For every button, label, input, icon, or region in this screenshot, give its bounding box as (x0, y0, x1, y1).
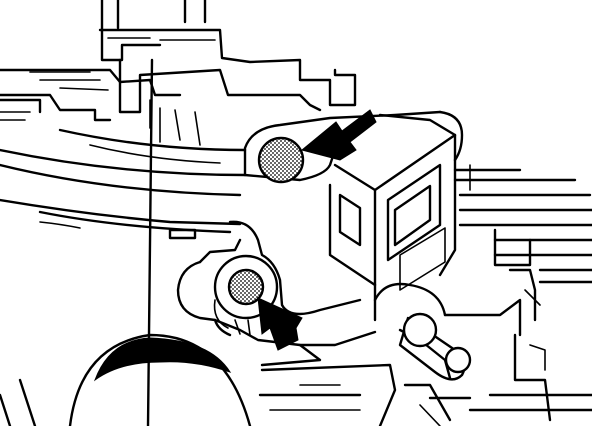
lower-linkage (260, 282, 552, 422)
rod-end (444, 346, 472, 374)
upper-point-arrow (300, 109, 377, 161)
bottom-base (0, 333, 592, 426)
upper-hatched-circle (257, 136, 305, 184)
block-housing (328, 110, 592, 322)
lower-point-arrow (257, 297, 303, 351)
ball-joint (402, 312, 438, 348)
curved-base-plate (0, 128, 247, 240)
upper-lever (243, 110, 442, 184)
upper-housing (0, 0, 357, 146)
lower-hatched-circle (227, 268, 265, 306)
vertical-shaft (146, 58, 154, 426)
